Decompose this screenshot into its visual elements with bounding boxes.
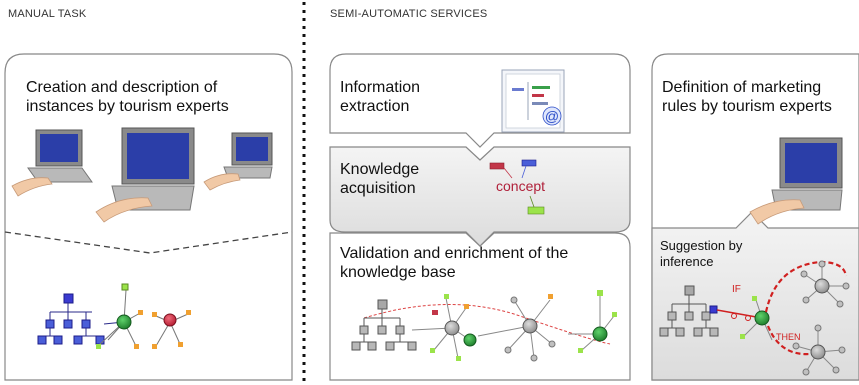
laptop-icon-center	[95, 127, 195, 223]
if-label: IF	[732, 284, 741, 295]
section-title-semi-automatic: SEMI-AUTOMATIC SERVICES	[330, 8, 488, 20]
laptop-icon-left	[11, 129, 93, 197]
laptop-icon-right	[203, 132, 273, 191]
creation-label: Creation and description of instances by…	[26, 79, 229, 115]
information-extraction-label: Information extraction	[340, 79, 421, 115]
rules-definition-label: Definition of marketing rules by tourism…	[662, 79, 832, 115]
then-label: THEN	[776, 332, 801, 342]
document-email-icon: @	[501, 69, 565, 133]
knowledge-acquisition-panel	[329, 146, 631, 247]
suggestion-label: Suggestion by inference	[660, 238, 743, 269]
concept-icon	[489, 159, 545, 215]
inference-graph	[659, 260, 850, 376]
concept-label: concept	[496, 178, 546, 194]
knowledge-acquisition-label: Knowledge acquisition	[340, 161, 420, 197]
manual-panel-divider	[4, 231, 293, 254]
manual-knowledge-graph	[37, 283, 191, 349]
validation-knowledge-graph	[351, 290, 617, 362]
validation-label: Validation and enrichment of the knowled…	[340, 245, 569, 281]
section-title-manual: MANUAL TASK	[8, 8, 87, 20]
laptop-icon-rules	[749, 137, 843, 225]
svg-text:@: @	[545, 108, 559, 124]
